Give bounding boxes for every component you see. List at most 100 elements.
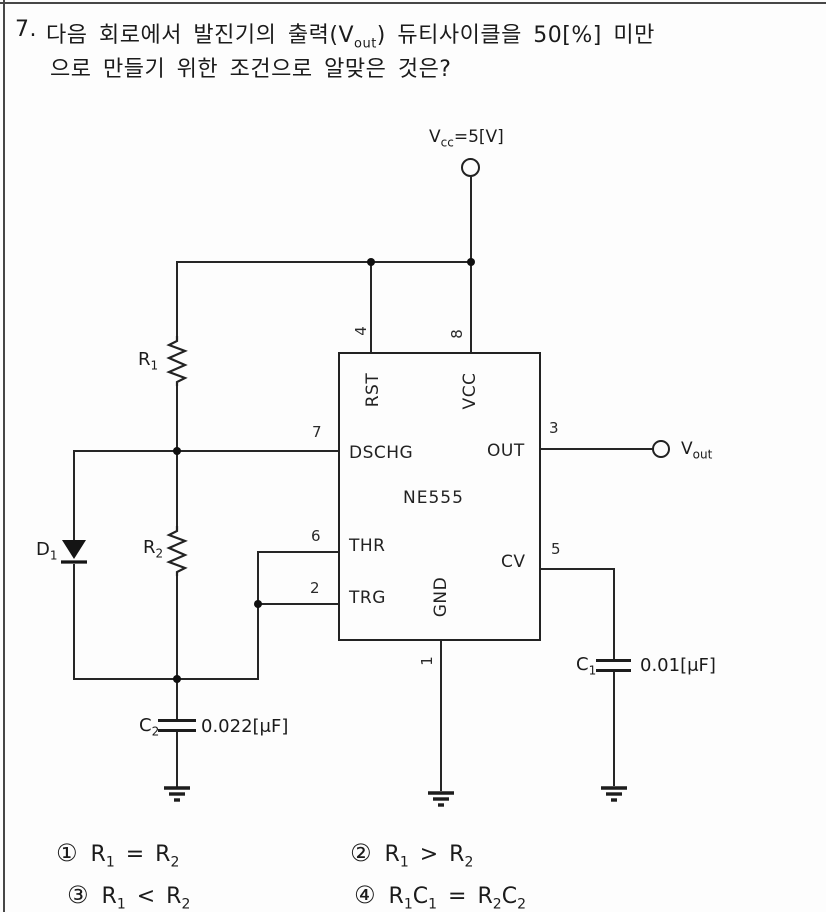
junction-pin8-rail [467, 258, 475, 266]
question-line1-tail: ) 듀티사이클을 50[%] 미만 [376, 23, 655, 48]
wire-c2-bottom-lead [176, 732, 178, 788]
d1-label-sub: 1 [49, 548, 58, 563]
wire-pin8-vcc [470, 261, 472, 354]
c1-label-sub: 1 [588, 663, 597, 678]
answer-option-4: ④ R1C1=R2C2 [354, 881, 526, 912]
pin-number-7: 7 [312, 423, 322, 441]
wire-thr-trg-link [257, 551, 259, 605]
vcc-label-sub: cc [440, 135, 454, 150]
wire-r1-bottom-lead [176, 384, 178, 452]
pin-label-gnd: GND [431, 576, 451, 618]
option-2-number: ② [350, 839, 372, 867]
wire-gnd-pin1 [440, 641, 442, 791]
answer-option-3: ③ R1<R2 [67, 881, 190, 912]
pin-number-8: 8 [448, 329, 466, 339]
ground-icon-pin1 [428, 791, 454, 807]
vout-label-base: V [681, 439, 693, 459]
pin-label-out: OUT [487, 441, 525, 461]
vcc-terminal [461, 158, 480, 177]
wire-c1-top-lead [613, 568, 615, 659]
wire-vcc-drop [470, 176, 472, 263]
r2-label: R2 [143, 537, 163, 561]
wire-c2-top-lead [176, 678, 178, 719]
wire-trg-bottom [257, 603, 259, 680]
junction-trg-node [254, 600, 262, 608]
ne555-chip-body [338, 352, 541, 641]
c2-plate-bottom [158, 729, 196, 732]
wire-thr [258, 551, 338, 553]
pin-number-1: 1 [418, 656, 436, 666]
wire-cv [541, 568, 615, 570]
wire-r2-top-lead [176, 450, 178, 528]
r2-label-base: R [143, 537, 156, 558]
answer-option-1: ① R1=R2 [56, 839, 179, 870]
page-border-left [3, 0, 5, 912]
pin-label-cv: CV [501, 552, 526, 572]
d1-label-base: D [36, 539, 50, 560]
vout-label: Vout [681, 439, 712, 461]
r1-label-sub: 1 [150, 358, 159, 373]
pin-number-3: 3 [549, 419, 559, 437]
option-3-number: ③ [67, 881, 89, 909]
pin-label-thr: THR [349, 536, 386, 556]
pin-number-2: 2 [310, 579, 320, 597]
resistor-r2-zigzag-icon [166, 526, 188, 576]
question-vout-subscript: out [354, 36, 377, 52]
wire-d1-bottom-lead [73, 564, 75, 680]
option-2-formula: R1>R2 [384, 842, 474, 871]
diode-d1-icon [61, 540, 87, 564]
page-border-top [0, 2, 826, 4]
wire-top-rail [177, 261, 472, 263]
answer-option-2: ② R1>R2 [350, 839, 473, 870]
r1-label-base: R [138, 349, 151, 370]
option-4-number: ④ [354, 881, 376, 909]
c2-label-sub: 2 [151, 724, 160, 739]
c2-value: 0.022[μF] [201, 716, 289, 737]
c2-plate-top [158, 719, 196, 722]
pin-number-4: 4 [352, 326, 370, 336]
resistor-r1-zigzag-icon [166, 336, 188, 386]
vout-label-sub: out [692, 447, 713, 462]
r2-label-sub: 2 [155, 546, 164, 561]
pin-number-6: 6 [311, 527, 321, 545]
r1-label: R1 [138, 349, 158, 373]
wire-out [541, 448, 653, 450]
junction-pin4-rail [367, 258, 375, 266]
wire-trg [258, 603, 338, 605]
option-1-number: ① [56, 839, 78, 867]
junction-r1-dschg [173, 447, 181, 455]
question-number: 7. [15, 17, 37, 42]
wire-bottom-left [74, 678, 259, 680]
c1-value: 0.01[μF] [640, 655, 716, 676]
vcc-label-value: =5[V] [453, 127, 504, 147]
wire-d1-top-lead [73, 450, 75, 540]
option-4-formula: R1C1=R2C2 [388, 884, 526, 912]
wire-pin4-rst [370, 261, 372, 354]
question-line1-text: 다음 회로에서 발진기의 출력(V [46, 23, 354, 48]
option-1-formula: R1=R2 [90, 842, 180, 871]
wire-dschg [74, 450, 338, 452]
vcc-label: Vcc=5[V] [429, 127, 504, 149]
c1-label: C1 [576, 654, 596, 678]
pin-number-5: 5 [551, 540, 561, 558]
chip-name-label: NE555 [403, 488, 464, 508]
wire-r1-top-lead [176, 261, 178, 338]
junction-c2-node [173, 675, 181, 683]
wire-r2-bottom-lead [176, 574, 178, 680]
c2-label-base: C [139, 715, 152, 736]
question-line1: 다음 회로에서 발진기의 출력(Vout) 듀티사이클을 50[%] 미만 [46, 17, 655, 51]
c1-plate-bottom [596, 669, 631, 672]
question-line2: 으로 만들기 위한 조건으로 알맞은 것은? [50, 57, 452, 82]
c2-label: C2 [139, 715, 159, 739]
d1-label: D1 [36, 539, 58, 563]
wire-c1-bottom-lead [613, 672, 615, 786]
pin-label-dschg: DSCHG [349, 443, 414, 463]
ground-icon-c1 [601, 786, 627, 802]
ground-icon-c2 [164, 786, 190, 802]
c1-plate-top [596, 659, 631, 662]
pin-label-vcc: VCC [460, 372, 480, 410]
pin-label-trg: TRG [349, 588, 386, 608]
pin-label-rst: RST [363, 372, 383, 408]
option-3-formula: R1<R2 [101, 884, 191, 912]
